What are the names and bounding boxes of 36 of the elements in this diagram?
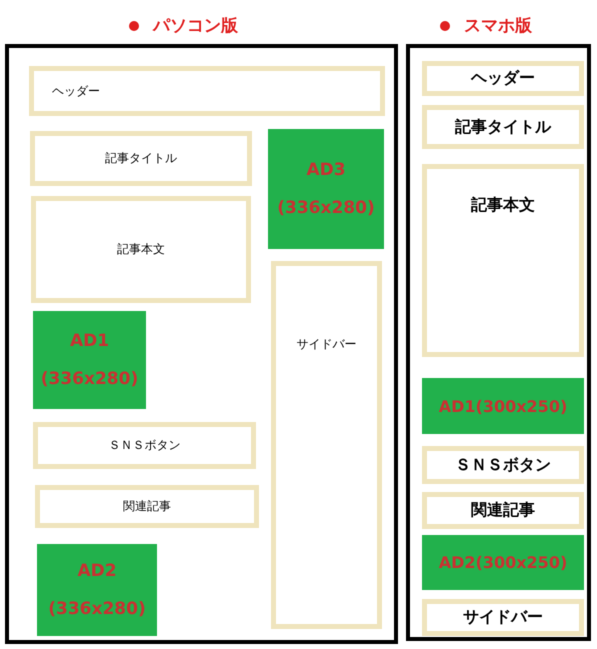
block-label: 記事タイトル (455, 116, 551, 138)
layout-block (271, 261, 382, 629)
block-label: 記事本文 (471, 195, 535, 216)
ad-block (422, 378, 584, 434)
layout-block (31, 196, 251, 303)
ad-block (37, 544, 157, 636)
block-label: 記事タイトル (105, 150, 177, 167)
layout-block (422, 599, 584, 636)
block-label: サイドバー (296, 336, 356, 353)
layout-block (422, 446, 584, 484)
layout-block (33, 422, 256, 469)
layout-block (422, 164, 584, 357)
ad-label: AD3 (336x280) (276, 159, 376, 220)
ad-block (268, 129, 384, 249)
block-label: 関連記事 (471, 500, 535, 521)
block-label: ヘッダー (471, 68, 535, 89)
section-heading: パソコン版 (153, 15, 238, 37)
ad-block (422, 535, 584, 590)
block-label: ヘッダー (52, 82, 100, 100)
layout-block (30, 131, 252, 186)
layout-block (422, 492, 584, 529)
layout-block (29, 66, 385, 116)
ad-label: AD1 (336x280) (40, 330, 140, 391)
ad-block (33, 311, 146, 409)
block-label: 関連記事 (123, 498, 171, 515)
layout-block (422, 105, 584, 149)
layout-block (35, 485, 259, 528)
block-label: ＳＮＳボタン (455, 454, 551, 476)
ad-label: AD1(300x250) (438, 396, 568, 416)
block-label: サイドバー (463, 607, 543, 628)
block-label: ＳＮＳボタン (108, 437, 180, 454)
layout-block (422, 61, 584, 96)
ad-label: AD2 (336x280) (47, 560, 147, 621)
ad-label: AD2(300x250) (438, 553, 568, 572)
block-label: 記事本文 (117, 241, 165, 258)
section-heading: スマホ版 (464, 15, 532, 37)
